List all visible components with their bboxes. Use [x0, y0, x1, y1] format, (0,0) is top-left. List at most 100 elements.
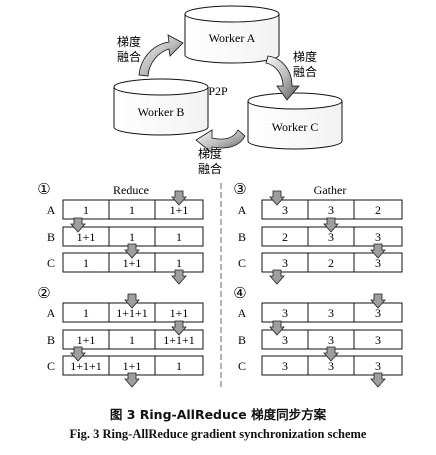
cell-value: 3	[375, 359, 381, 373]
row-label: C	[47, 256, 55, 270]
cell-value: 3	[282, 256, 288, 270]
row-label: A	[238, 203, 247, 217]
transfer-arrow	[124, 293, 140, 309]
p2p-label: P2P	[208, 84, 228, 98]
transfer-arrow	[124, 372, 140, 388]
cell-value: 3	[328, 203, 334, 217]
caption-chinese: 图 3 Ring-AllReduce 梯度同步方案	[109, 407, 327, 422]
fusion-label-left: 梯度 融合	[117, 34, 141, 64]
row-label: B	[238, 230, 246, 244]
cell-value: 1	[83, 203, 89, 217]
cell-value: 1+1+1	[70, 359, 102, 373]
transfer-arrow	[70, 346, 86, 362]
cell-value: 1+1	[123, 359, 142, 373]
panel-title: Gather	[314, 183, 347, 197]
cell-value: 2	[375, 203, 381, 217]
cell-value: 3	[375, 306, 381, 320]
panel-number: ④	[233, 286, 246, 302]
cell-value: 1+1	[170, 203, 189, 217]
cell-value: 1	[83, 256, 89, 270]
worker-b-label: Worker B	[138, 105, 185, 119]
transfer-arrow	[323, 217, 339, 233]
cell-value: 3	[328, 333, 334, 347]
transfer-arrow	[171, 190, 187, 206]
row-label: B	[47, 230, 55, 244]
matrix-cell	[353, 199, 403, 220]
cell-value: 1	[83, 306, 89, 320]
svg-text:融合: 融合	[117, 49, 141, 64]
fusion-label-bottom: 梯度 融合	[198, 146, 222, 176]
row-label: B	[238, 333, 246, 347]
row-label: C	[47, 359, 55, 373]
panel-number: ③	[233, 182, 246, 198]
cell-value: 3	[328, 306, 334, 320]
matrix-cell	[353, 329, 403, 350]
transfer-arrow	[269, 320, 285, 336]
cell-value: 1+1+1	[163, 333, 195, 347]
worker-a-label: Worker A	[209, 31, 256, 45]
transfer-arrow	[269, 269, 285, 285]
svg-text:梯度: 梯度	[117, 34, 141, 49]
transfer-arrow	[370, 293, 386, 309]
worker-b-cylinder: Worker B	[113, 78, 209, 136]
cell-value: 3	[328, 359, 334, 373]
cell-value: 1	[176, 230, 182, 244]
cell-value: 1	[129, 203, 135, 217]
cell-value: 3	[282, 306, 288, 320]
svg-text:融合: 融合	[198, 161, 222, 176]
transfer-arrow	[124, 243, 140, 259]
worker-c-cylinder: Worker C	[247, 92, 343, 150]
cell-value: 3	[375, 256, 381, 270]
cell-value: 3	[282, 203, 288, 217]
cell-value: 3	[282, 333, 288, 347]
cell-value: 2	[282, 230, 288, 244]
fusion-label-right: 梯度 融合	[293, 49, 317, 79]
cell-value: 3	[375, 333, 381, 347]
cell-value: 2	[328, 256, 334, 270]
row-label: A	[47, 203, 56, 217]
curved-arrow-b-to-a	[138, 34, 184, 77]
curved-arrow-a-to-c	[265, 55, 300, 101]
row-label: B	[47, 333, 55, 347]
matrix-cell	[154, 355, 204, 376]
transfer-arrow	[171, 320, 187, 336]
svg-text:梯度: 梯度	[198, 146, 222, 161]
worker-a-cylinder: Worker A	[184, 5, 280, 64]
cell-value: 1+1	[77, 333, 96, 347]
cell-value: 1	[129, 230, 135, 244]
matrix-cell	[154, 226, 204, 247]
curved-arrow-c-to-b	[195, 129, 246, 154]
panel-title: Reduce	[113, 183, 149, 197]
cell-value: 1+1	[77, 230, 96, 244]
cell-value: 3	[375, 230, 381, 244]
cell-value: 1	[129, 333, 135, 347]
transfer-arrow	[323, 346, 339, 362]
svg-text:融合: 融合	[293, 64, 317, 79]
row-label: C	[238, 256, 246, 270]
cell-value: 3	[282, 359, 288, 373]
cell-value: 1	[176, 359, 182, 373]
transfer-arrow	[269, 190, 285, 206]
cell-value: 3	[328, 230, 334, 244]
transfer-arrow	[70, 217, 86, 233]
transfer-arrow	[171, 269, 187, 285]
row-label: A	[238, 306, 247, 320]
worker-c-label: Worker C	[272, 120, 319, 134]
cell-value: 1+1	[123, 256, 142, 270]
panel-number: ②	[37, 286, 50, 302]
panel-number: ①	[37, 182, 50, 198]
row-label: A	[47, 306, 56, 320]
cell-value: 1+1	[170, 306, 189, 320]
caption-english: Fig. 3 Ring-AllReduce gradient synchroni…	[69, 427, 367, 441]
row-label: C	[238, 359, 246, 373]
transfer-arrow	[370, 243, 386, 259]
cell-value: 1+1+1	[116, 306, 148, 320]
transfer-arrow	[370, 372, 386, 388]
svg-text:梯度: 梯度	[293, 49, 317, 64]
cell-value: 1	[176, 256, 182, 270]
